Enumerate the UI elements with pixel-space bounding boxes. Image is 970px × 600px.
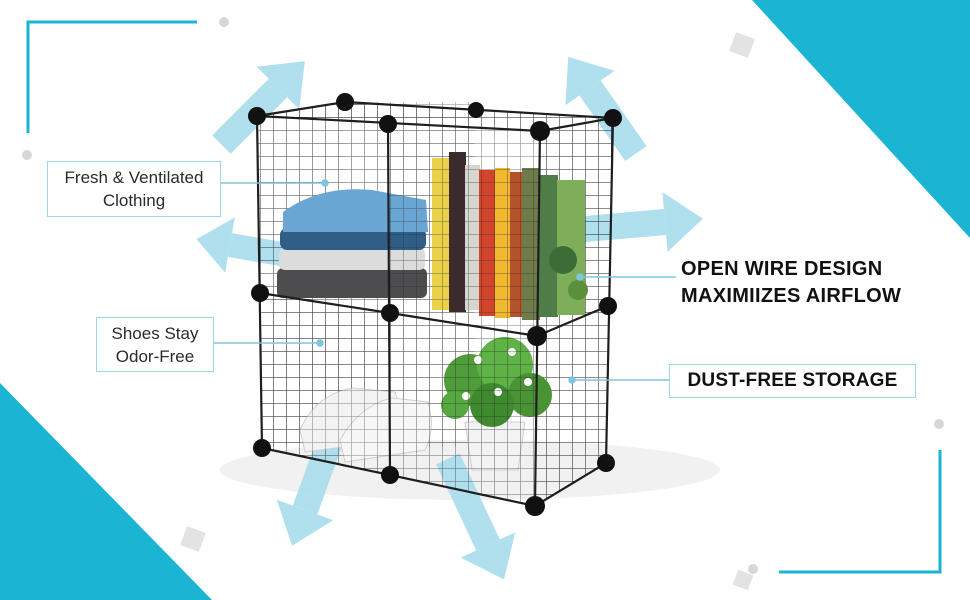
callout-shoes-odor-free: Shoes Stay Odor-Free [96,317,214,372]
wire-cube-unit [248,93,622,516]
callout-text: Clothing [102,191,166,210]
top-left-bracket [26,20,197,133]
connector-knob-icon [248,93,622,516]
callout-dust-free-storage: DUST-FREE STORAGE [669,364,916,398]
top-right-triangle [752,0,970,238]
feature-line: MAXIMIIZES AIRFLOW [681,285,902,307]
leader-lines [214,179,676,384]
bottom-right-bracket [779,450,942,574]
callout-text: Shoes Stay [111,323,199,343]
callout-ventilated-clothing: Fresh & Ventilated Clothing [47,161,221,217]
callout-text: Fresh & Ventilated [64,168,204,187]
callout-text: DUST-FREE STORAGE [687,370,898,391]
bottom-left-triangle [0,383,212,600]
feature-line: OPEN WIRE DESIGN [681,258,883,280]
callout-text: Odor-Free [115,346,195,366]
feature-heading: OPEN WIRE DESIGN MAXIMIIZES AIRFLOW [681,256,941,310]
